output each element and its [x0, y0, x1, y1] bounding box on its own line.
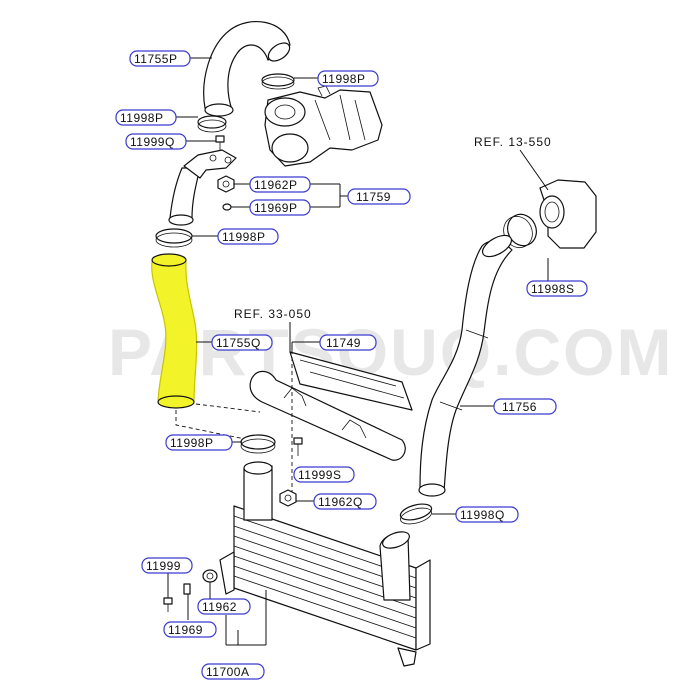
svg-text:11969P: 11969P	[254, 201, 297, 215]
clamp-11998P-mid[interactable]	[155, 228, 193, 248]
svg-text:11755P: 11755P	[134, 52, 177, 66]
callout-11756[interactable]: 11756	[493, 398, 557, 415]
svg-text:11969: 11969	[168, 623, 203, 637]
callout-11969[interactable]: 11969	[163, 621, 217, 638]
clamp-11998P-top[interactable]	[261, 73, 295, 90]
watermark: PARTSOUQ.COM	[108, 315, 673, 389]
clamp-11998P-low[interactable]	[240, 434, 276, 454]
bolt-11969[interactable]	[183, 583, 191, 595]
ref-13-550-component	[539, 179, 597, 249]
callout-11999S[interactable]: 11999S	[293, 466, 355, 483]
callout-11999Q[interactable]: 11999Q	[125, 133, 187, 150]
callout-11969P[interactable]: 11969P	[249, 199, 311, 216]
callout-11999[interactable]: 11999	[141, 557, 193, 574]
bolt-11999Q[interactable]	[215, 135, 225, 152]
upper-hose-11755P[interactable]	[203, 21, 293, 117]
turbocharger-assembly	[264, 85, 383, 167]
callout-11998P-low[interactable]: 11998P	[165, 434, 233, 451]
nut-11962P[interactable]	[217, 175, 235, 193]
intercooler-11700A[interactable]	[219, 461, 431, 667]
callout-11998P-top[interactable]: 11998P	[317, 70, 379, 87]
svg-text:11998S: 11998S	[531, 282, 574, 296]
bolt-11969P[interactable]	[222, 203, 232, 211]
svg-text:11998P: 11998P	[322, 72, 365, 86]
svg-text:11756: 11756	[502, 400, 537, 414]
callout-11998S[interactable]: 11998S	[526, 280, 588, 297]
clamp-11998Q[interactable]	[399, 501, 434, 527]
svg-text:11998P: 11998P	[120, 111, 163, 125]
svg-text:11999S: 11999S	[298, 468, 341, 482]
callout-11700A[interactable]: 11700A	[201, 663, 265, 680]
grommet-11962[interactable]	[202, 569, 218, 583]
pipe-11759[interactable]	[168, 149, 237, 226]
callout-11998Q[interactable]: 11998Q	[455, 506, 519, 523]
callout-11755Q[interactable]: 11755Q	[211, 334, 273, 351]
hose-11755Q-highlighted[interactable]	[151, 253, 198, 409]
svg-text:11999: 11999	[146, 559, 181, 573]
callout-11998P-left[interactable]: 11998P	[115, 109, 177, 126]
svg-text:11962P: 11962P	[254, 178, 297, 192]
svg-text:11962: 11962	[202, 600, 237, 614]
svg-text:11962Q: 11962Q	[318, 495, 363, 509]
callout-11749[interactable]: 11749	[319, 334, 377, 351]
callout-11759[interactable]: 11759	[347, 188, 411, 205]
dashed-guide-right	[195, 403, 261, 413]
svg-text:11759: 11759	[356, 190, 391, 204]
svg-text:11755Q: 11755Q	[216, 336, 261, 350]
callout-11962[interactable]: 11962	[197, 598, 251, 615]
nut-11962Q[interactable]	[279, 489, 297, 507]
callout-11962Q[interactable]: 11962Q	[313, 493, 377, 510]
ref-label-13-550[interactable]: REF. 13-550	[474, 135, 552, 149]
svg-text:11749: 11749	[326, 336, 361, 350]
svg-text:11998P: 11998P	[170, 436, 213, 450]
bolt-11999S[interactable]	[293, 437, 303, 456]
leader-lines	[167, 57, 549, 646]
hose-11756[interactable]	[418, 231, 515, 497]
ref-label-33-050[interactable]: REF. 33-050	[234, 307, 312, 321]
svg-text:11998Q: 11998Q	[460, 508, 505, 522]
svg-text:11700A: 11700A	[206, 665, 249, 679]
callout-11998P-mid[interactable]: 11998P	[217, 228, 279, 245]
svg-text:11999Q: 11999Q	[130, 135, 175, 149]
air-guide-11749[interactable]	[249, 351, 413, 461]
svg-text:11998P: 11998P	[222, 230, 265, 244]
callout-11962P[interactable]: 11962P	[249, 176, 311, 193]
ref-13-550-leader	[519, 149, 549, 191]
clamp-11998P-left[interactable]	[197, 115, 227, 133]
callout-11755P[interactable]: 11755P	[129, 50, 191, 67]
bolt-11999[interactable]	[163, 597, 173, 612]
